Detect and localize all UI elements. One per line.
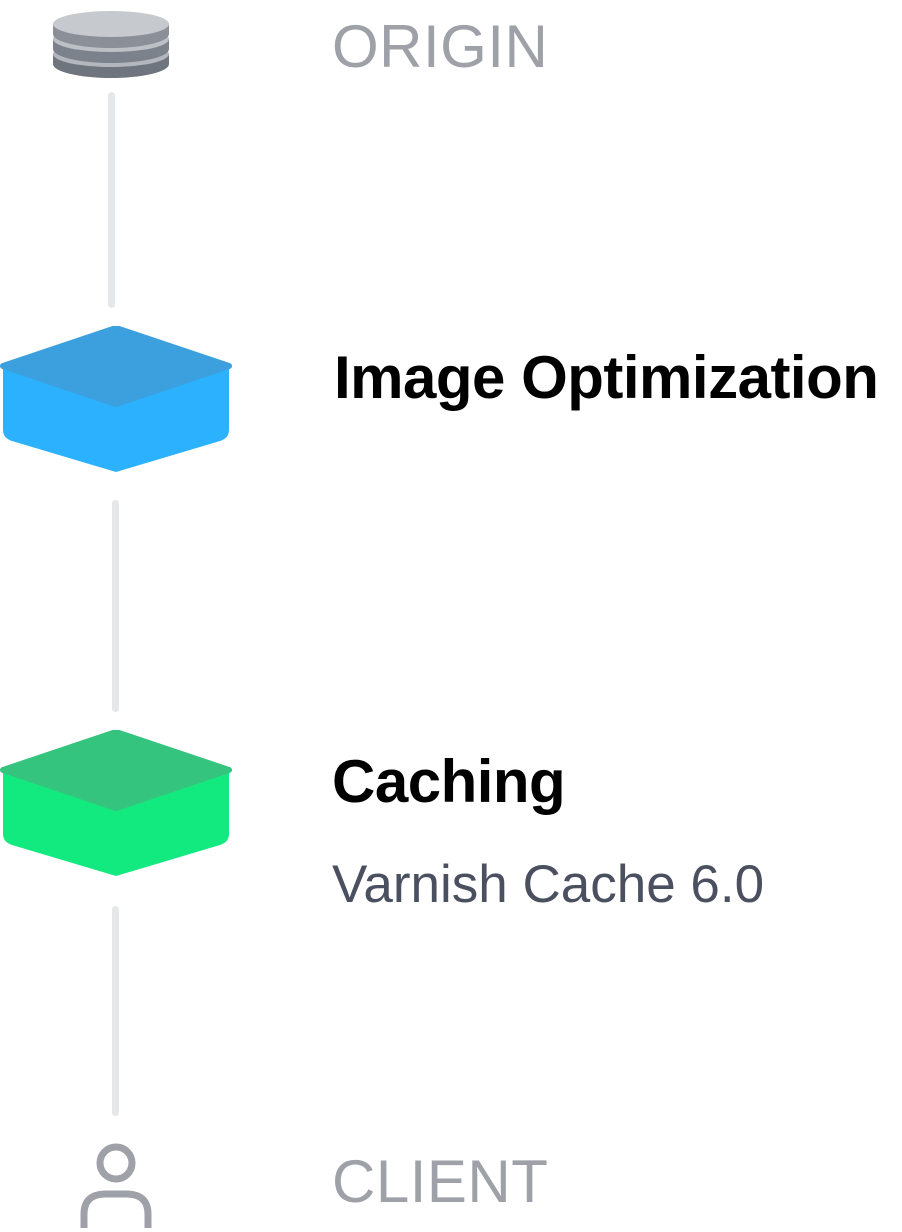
- connector-origin-to-image-optimization: [108, 92, 115, 308]
- image-optimization-layer-icon: [0, 326, 232, 472]
- connector-caching-to-client: [112, 906, 119, 1116]
- caching-layer-icon: [0, 730, 232, 876]
- origin-label: ORIGIN: [332, 13, 549, 80]
- image-optimization-label: Image Optimization: [334, 344, 879, 411]
- user-icon: [80, 1143, 152, 1228]
- connector-image-optimization-to-caching: [112, 500, 119, 712]
- database-icon: [53, 11, 169, 78]
- caching-subtitle: Varnish Cache 6.0: [332, 855, 765, 914]
- client-label: CLIENT: [332, 1148, 549, 1215]
- caching-label: Caching: [332, 748, 566, 815]
